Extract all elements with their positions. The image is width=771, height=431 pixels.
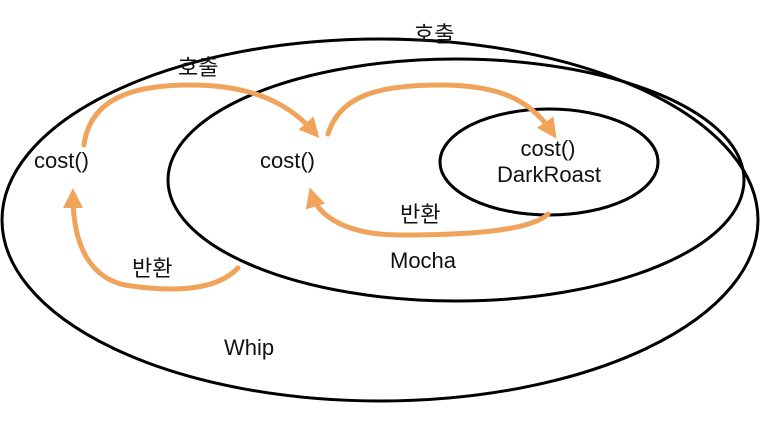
return-label-inner: 반환 (400, 202, 440, 227)
darkroast-name-label: DarkRoast (497, 162, 601, 187)
return-arrow-mocha-to-whip (63, 188, 241, 292)
mocha-ring (166, 57, 746, 303)
return-label-outer: 반환 (132, 256, 172, 281)
whip-cost-label: cost() (34, 148, 89, 173)
whip-name-label: Whip (224, 335, 274, 360)
return-arrow-darkroast-to-mocha (305, 187, 551, 238)
call-label-outer: 호출 (178, 55, 218, 80)
mocha-cost-label: cost() (260, 148, 315, 173)
darkroast-cost-label: cost() (521, 136, 576, 161)
whip-ring (0, 37, 760, 403)
call-label-top: 호출 (414, 22, 454, 47)
mocha-name-label: Mocha (390, 248, 457, 273)
call-arrow-mocha-to-darkroast (325, 82, 557, 139)
call-arrow-whip-to-mocha (81, 82, 320, 148)
